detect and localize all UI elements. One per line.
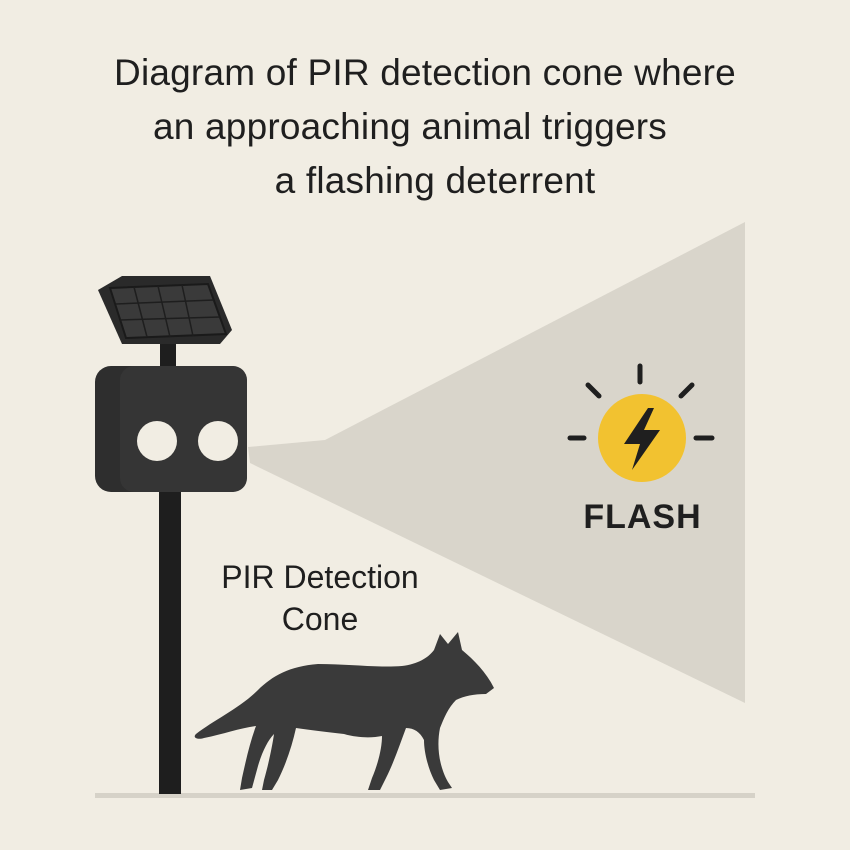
sensor-device-icon [95, 366, 247, 492]
title-line-3: a flashing deterrent [274, 160, 596, 201]
panel-mount-pole [160, 340, 176, 374]
diagram-title: Diagram of PIR detection cone where an a… [40, 46, 810, 208]
flash-burst-icon [567, 363, 715, 482]
title-line-1: Diagram of PIR detection cone where [114, 52, 736, 93]
pir-detection-cone [248, 222, 745, 703]
sensor-eye-right [198, 421, 238, 461]
wolf-silhouette-icon [194, 632, 494, 790]
sensor-eye-left [137, 421, 177, 461]
mounting-pole [159, 480, 181, 794]
cone-label-line-1: PIR Detection [221, 559, 419, 595]
solar-panel-icon [98, 276, 232, 344]
cone-label-line-2: Cone [281, 601, 359, 637]
title-line-2: an approaching animal triggers [152, 106, 668, 147]
lightning-bolt-icon [624, 408, 660, 470]
flash-label: FLASH [583, 498, 702, 536]
cone-label: PIR Detection Cone [220, 556, 420, 640]
ground-line [95, 793, 755, 798]
